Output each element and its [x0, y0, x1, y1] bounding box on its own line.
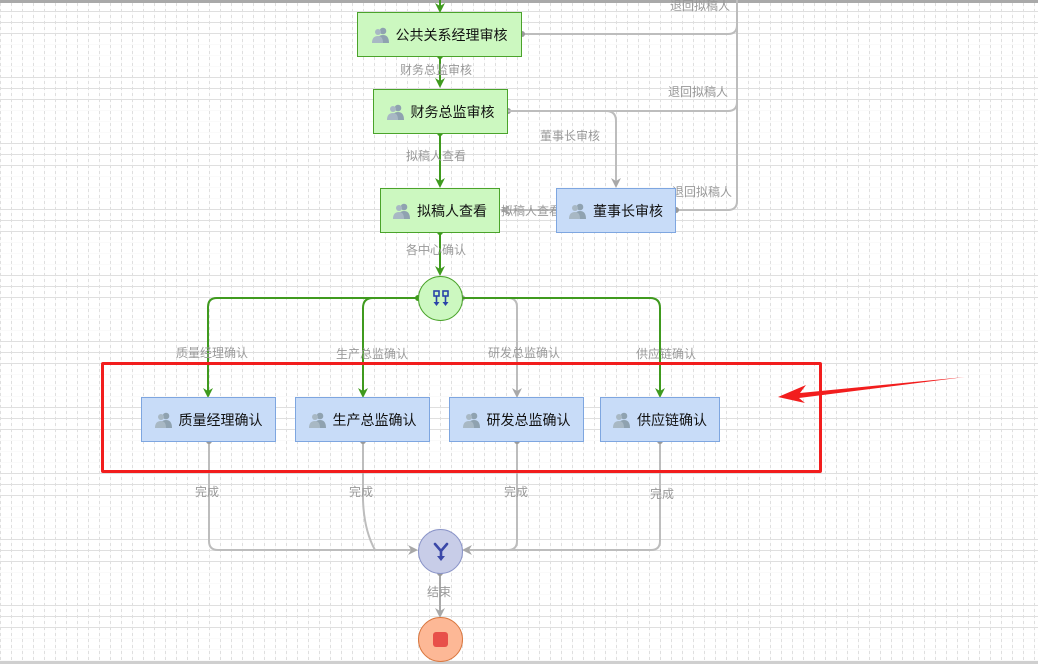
- node-drafter-review[interactable]: 拟稿人查看: [380, 188, 500, 233]
- stop-icon: [433, 632, 448, 647]
- users-icon: [393, 203, 410, 219]
- node-production-director-confirm[interactable]: 生产总监确认: [295, 397, 430, 442]
- join-icon: [433, 542, 448, 561]
- edge-label-chairman-to-drafter: 拟稿人查看: [501, 203, 561, 218]
- edge-label-to-supply: 供应链确认: [636, 346, 696, 361]
- node-finance-director-review[interactable]: 财务总监审核: [373, 89, 508, 134]
- node-label: 质量经理确认: [178, 412, 263, 429]
- node-label: 供应链确认: [637, 412, 707, 429]
- annotation-highlight-box: [101, 362, 822, 473]
- node-label: 生产总监确认: [332, 412, 417, 429]
- edge-label-return-3: 退回拟稿人: [672, 184, 732, 199]
- node-label: 董事长审核: [593, 203, 663, 220]
- users-icon: [613, 412, 630, 428]
- edge-label-done-3: 完成: [504, 484, 528, 499]
- edge-label-to-chairman: 董事长审核: [540, 128, 600, 143]
- edge-label-to-end: 结束: [427, 585, 451, 599]
- users-icon: [154, 412, 172, 428]
- edge-label-to-drafter: 拟稿人查看: [406, 148, 466, 163]
- edge-label-to-rd: 研发总监确认: [488, 345, 560, 360]
- users-icon: [386, 104, 404, 120]
- end-event[interactable]: [418, 617, 463, 662]
- edge-to-supply[interactable]: [462, 297, 665, 398]
- edge-label-done-1: 完成: [195, 484, 219, 499]
- node-supply-chain-confirm[interactable]: 供应链确认: [600, 397, 720, 442]
- users-icon: [569, 203, 586, 219]
- edge-label-return-1: 退回拟稿人: [670, 0, 730, 13]
- users-icon: [462, 412, 480, 428]
- edge-label-to-finance: 财务总监审核: [400, 62, 472, 77]
- edge-label-done-4: 完成: [650, 486, 674, 501]
- edge-to-chairman[interactable]: [508, 110, 621, 188]
- users-icon: [371, 27, 389, 43]
- edge-label-to-production: 生产总监确认: [336, 347, 408, 361]
- canvas-top-border: [0, 0, 1038, 3]
- edge-label-to-quality: 质量经理确认: [176, 346, 248, 360]
- node-pr-manager-review[interactable]: 公共关系经理审核: [357, 12, 522, 57]
- edge-label-done-2: 完成: [349, 484, 373, 499]
- canvas-bottom-border: [0, 661, 1038, 664]
- node-label: 拟稿人查看: [417, 203, 487, 220]
- edge-label-return-2: 退回拟稿人: [668, 84, 728, 99]
- join-gateway[interactable]: [418, 529, 463, 574]
- node-label: 公共关系经理审核: [395, 27, 508, 44]
- node-rd-director-confirm[interactable]: 研发总监确认: [449, 397, 584, 442]
- fork-icon: [432, 289, 449, 306]
- node-label: 财务总监审核: [410, 104, 495, 121]
- node-label: 研发总监确认: [486, 412, 571, 429]
- annotation-arrow: [778, 377, 965, 403]
- fork-gateway[interactable]: [418, 276, 463, 321]
- node-quality-manager-confirm[interactable]: 质量经理确认: [141, 397, 276, 442]
- edge-label-to-centers: 各中心确认: [406, 242, 466, 257]
- node-chairman-review[interactable]: 董事长审核: [556, 188, 676, 233]
- users-icon: [308, 412, 326, 428]
- edge-to-production[interactable]: [358, 297, 418, 398]
